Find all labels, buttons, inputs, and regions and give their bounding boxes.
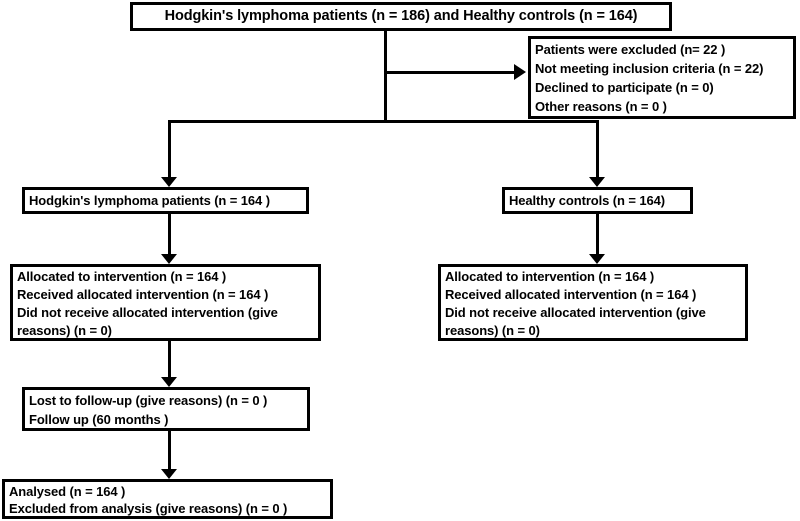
exclusion-line: Not meeting inclusion criteria (n = 22) bbox=[535, 61, 764, 76]
analysis-line: Analysed (n = 164 ) bbox=[9, 484, 126, 499]
allocation-line: Allocated to intervention (n = 164 ) bbox=[445, 269, 655, 284]
arrowhead-analysis-icon bbox=[161, 469, 177, 479]
connector-analysis bbox=[168, 431, 171, 470]
enrollment-box: Hodgkin's lymphoma patients (n = 186) an… bbox=[130, 2, 672, 31]
arrowhead-patients-allocation-icon bbox=[161, 254, 177, 264]
arrowhead-controls-allocation-icon bbox=[589, 254, 605, 264]
arrowhead-patients-icon bbox=[161, 177, 177, 187]
analysis-line: Excluded from analysis (give reasons) (n… bbox=[9, 501, 288, 516]
connector-title-down bbox=[384, 29, 387, 122]
allocation-line: Did not receive allocated intervention (… bbox=[445, 305, 706, 338]
followup-line: Lost to follow-up (give reasons) (n = 0 … bbox=[29, 393, 268, 408]
connector-followup bbox=[168, 341, 171, 379]
arrowhead-exclusion-icon bbox=[514, 64, 526, 80]
patients-text: Hodgkin's lymphoma patients (n = 164 ) bbox=[29, 193, 270, 208]
connector-patients-allocation bbox=[168, 214, 171, 256]
exclusion-box: Patients were excluded (n= 22 ) Not meet… bbox=[528, 36, 796, 119]
controls-text: Healthy controls (n = 164) bbox=[509, 193, 665, 208]
controls-box: Healthy controls (n = 164) bbox=[502, 187, 693, 214]
arrowhead-followup-icon bbox=[161, 377, 177, 387]
exclusion-line: Patients were excluded (n= 22 ) bbox=[535, 42, 726, 57]
connector-controls-allocation bbox=[596, 214, 599, 256]
enrollment-text: Hodgkin's lymphoma patients (n = 186) an… bbox=[164, 8, 638, 24]
allocation-line: Received allocated intervention (n = 164… bbox=[17, 287, 269, 302]
connector-branch bbox=[168, 120, 599, 123]
patients-box: Hodgkin's lymphoma patients (n = 164 ) bbox=[22, 187, 309, 214]
exclusion-line: Other reasons (n = 0 ) bbox=[535, 99, 667, 114]
followup-box: Lost to follow-up (give reasons) (n = 0 … bbox=[22, 387, 310, 431]
exclusion-line: Declined to participate (n = 0) bbox=[535, 80, 714, 95]
connector-to-exclusion bbox=[385, 71, 515, 74]
allocation-line: Allocated to intervention (n = 164 ) bbox=[17, 269, 227, 284]
allocation-line: Did not receive allocated intervention (… bbox=[17, 305, 278, 338]
analysis-box: Analysed (n = 164 ) Excluded from analys… bbox=[2, 479, 333, 519]
patients-allocation-box: Allocated to intervention (n = 164 ) Rec… bbox=[10, 264, 321, 341]
connector-controls bbox=[596, 120, 599, 178]
followup-line: Follow up (60 months ) bbox=[29, 412, 169, 427]
allocation-line: Received allocated intervention (n = 164… bbox=[445, 287, 697, 302]
connector-patients bbox=[168, 120, 171, 178]
controls-allocation-box: Allocated to intervention (n = 164 ) Rec… bbox=[438, 264, 748, 341]
arrowhead-controls-icon bbox=[589, 177, 605, 187]
